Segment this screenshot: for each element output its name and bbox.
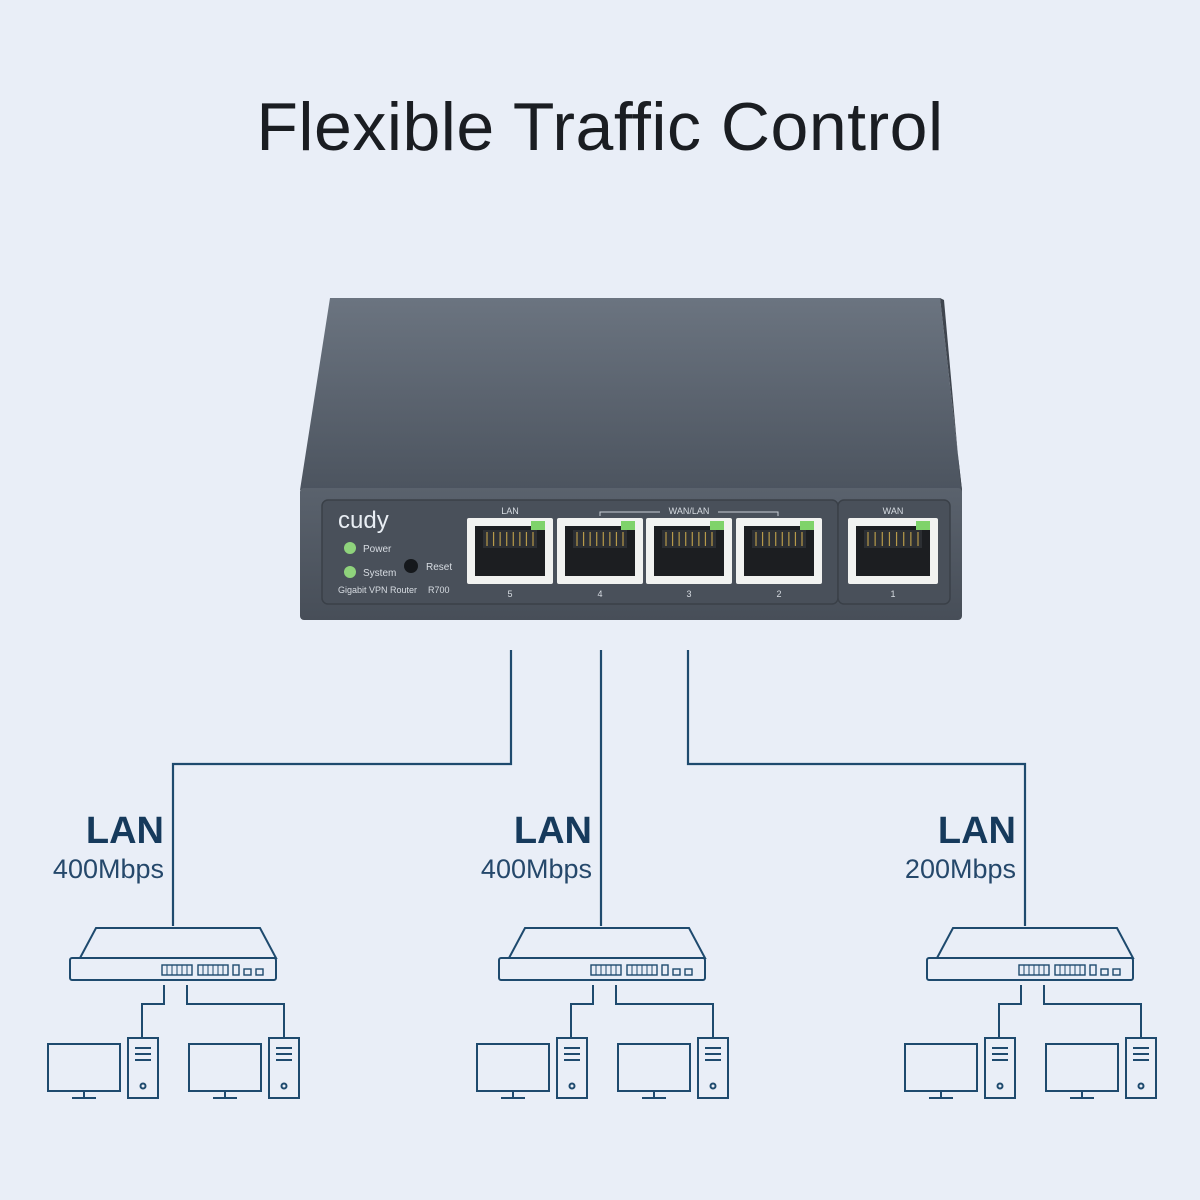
system-led bbox=[344, 566, 356, 578]
computer-icon bbox=[47, 1037, 159, 1099]
port-led bbox=[710, 521, 724, 530]
monitor-icon bbox=[188, 1043, 262, 1092]
switch-port-block bbox=[243, 968, 252, 976]
uplink-lines bbox=[171, 650, 1027, 926]
segment-rate: 400Mbps bbox=[52, 854, 164, 884]
segment-label-right: LAN 200Mbps bbox=[905, 810, 1016, 886]
port-number-label: 3 bbox=[686, 589, 691, 599]
segment-type: LAN bbox=[85, 810, 164, 852]
ethernet-port[interactable] bbox=[467, 518, 553, 584]
ethernet-port[interactable] bbox=[736, 518, 822, 584]
switch-to-pc-line bbox=[186, 985, 285, 1038]
segment-type: LAN bbox=[937, 810, 1016, 852]
computer-icon bbox=[476, 1037, 588, 1099]
segment-label-middle: LAN 400Mbps bbox=[481, 810, 592, 886]
router-device: cudy Power System Reset Gigabit VPN Rout… bbox=[300, 298, 962, 620]
monitor-icon bbox=[617, 1043, 691, 1092]
switch-port-block bbox=[1112, 968, 1121, 976]
segment-rate: 400Mbps bbox=[480, 854, 592, 884]
port-led bbox=[800, 521, 814, 530]
switch-port-block bbox=[672, 968, 681, 976]
switch-to-pc-line bbox=[141, 985, 165, 1038]
tower-power-button bbox=[139, 1082, 147, 1090]
tower-power-button bbox=[709, 1082, 717, 1090]
computer-icon bbox=[188, 1037, 300, 1099]
ethernet-port[interactable] bbox=[848, 518, 938, 584]
switch-to-pc-line bbox=[1043, 985, 1142, 1038]
switch-port-block bbox=[255, 968, 264, 976]
brand-logo: cudy bbox=[338, 507, 389, 534]
reset-button[interactable] bbox=[404, 559, 418, 573]
switch-to-pc-line bbox=[570, 985, 594, 1038]
port-contacts bbox=[573, 530, 627, 548]
uplink-line-right bbox=[686, 650, 1027, 926]
segment-label-left: LAN 400Mbps bbox=[53, 810, 164, 886]
port-group-wan-label: WAN bbox=[883, 506, 904, 516]
switch-port-block bbox=[232, 964, 240, 976]
ethernet-port[interactable] bbox=[557, 518, 643, 584]
port-group-lan-label: LAN bbox=[501, 506, 519, 516]
wanlan-label-bg bbox=[660, 506, 718, 516]
switch-port-block bbox=[1100, 968, 1109, 976]
monitor-icon bbox=[904, 1043, 978, 1092]
model-number: R700 bbox=[428, 585, 450, 595]
ethernet-port[interactable] bbox=[646, 518, 732, 584]
port-contacts bbox=[662, 530, 716, 548]
switch-top bbox=[935, 927, 1135, 959]
switch-port-block bbox=[661, 964, 669, 976]
port-contacts bbox=[483, 530, 537, 548]
network-branch bbox=[904, 927, 1157, 1099]
computer-icon bbox=[617, 1037, 729, 1099]
ethernet-ports bbox=[467, 518, 938, 584]
uplink-line-left bbox=[171, 650, 513, 926]
switch-icon bbox=[69, 927, 278, 981]
tower-power-button bbox=[996, 1082, 1004, 1090]
tower-power-button bbox=[1137, 1082, 1145, 1090]
model-text: Gigabit VPN Router bbox=[338, 585, 417, 595]
port-number-label: 2 bbox=[776, 589, 781, 599]
port-number-label: 4 bbox=[597, 589, 602, 599]
port-number-label: 5 bbox=[507, 589, 512, 599]
segment-rate: 200Mbps bbox=[904, 854, 1016, 884]
monitor-icon bbox=[476, 1043, 550, 1092]
port-contacts bbox=[864, 530, 922, 548]
switch-to-pc-line bbox=[615, 985, 714, 1038]
port-group-wanlan-label: WAN/LAN bbox=[669, 506, 710, 516]
switch-top bbox=[507, 927, 707, 959]
tower-power-button bbox=[568, 1082, 576, 1090]
port-number-label: 1 bbox=[890, 589, 895, 599]
network-branch bbox=[476, 927, 729, 1099]
page-title: Flexible Traffic Control bbox=[256, 89, 944, 165]
computer-icon bbox=[1045, 1037, 1157, 1099]
port-contacts bbox=[752, 530, 806, 548]
network-branch bbox=[47, 927, 300, 1099]
switch-icon bbox=[498, 927, 707, 981]
segment-type: LAN bbox=[513, 810, 592, 852]
network-branches bbox=[47, 927, 1157, 1099]
monitor-icon bbox=[47, 1043, 121, 1092]
monitor-icon bbox=[1045, 1043, 1119, 1092]
router-top-face bbox=[300, 298, 962, 490]
power-led-label: Power bbox=[363, 544, 392, 555]
system-led-label: System bbox=[363, 568, 396, 579]
port-led bbox=[621, 521, 635, 530]
computer-icon bbox=[904, 1037, 1016, 1099]
switch-port-block bbox=[1089, 964, 1097, 976]
switch-top bbox=[78, 927, 278, 959]
port-led bbox=[916, 521, 930, 530]
port-numbers: 5 4 3 2 1 bbox=[507, 589, 895, 599]
tower-power-button bbox=[280, 1082, 288, 1090]
reset-label: Reset bbox=[426, 562, 452, 573]
switch-to-pc-line bbox=[998, 985, 1022, 1038]
power-led bbox=[344, 542, 356, 554]
switch-port-block bbox=[684, 968, 693, 976]
switch-icon bbox=[926, 927, 1135, 981]
port-led bbox=[531, 521, 545, 530]
